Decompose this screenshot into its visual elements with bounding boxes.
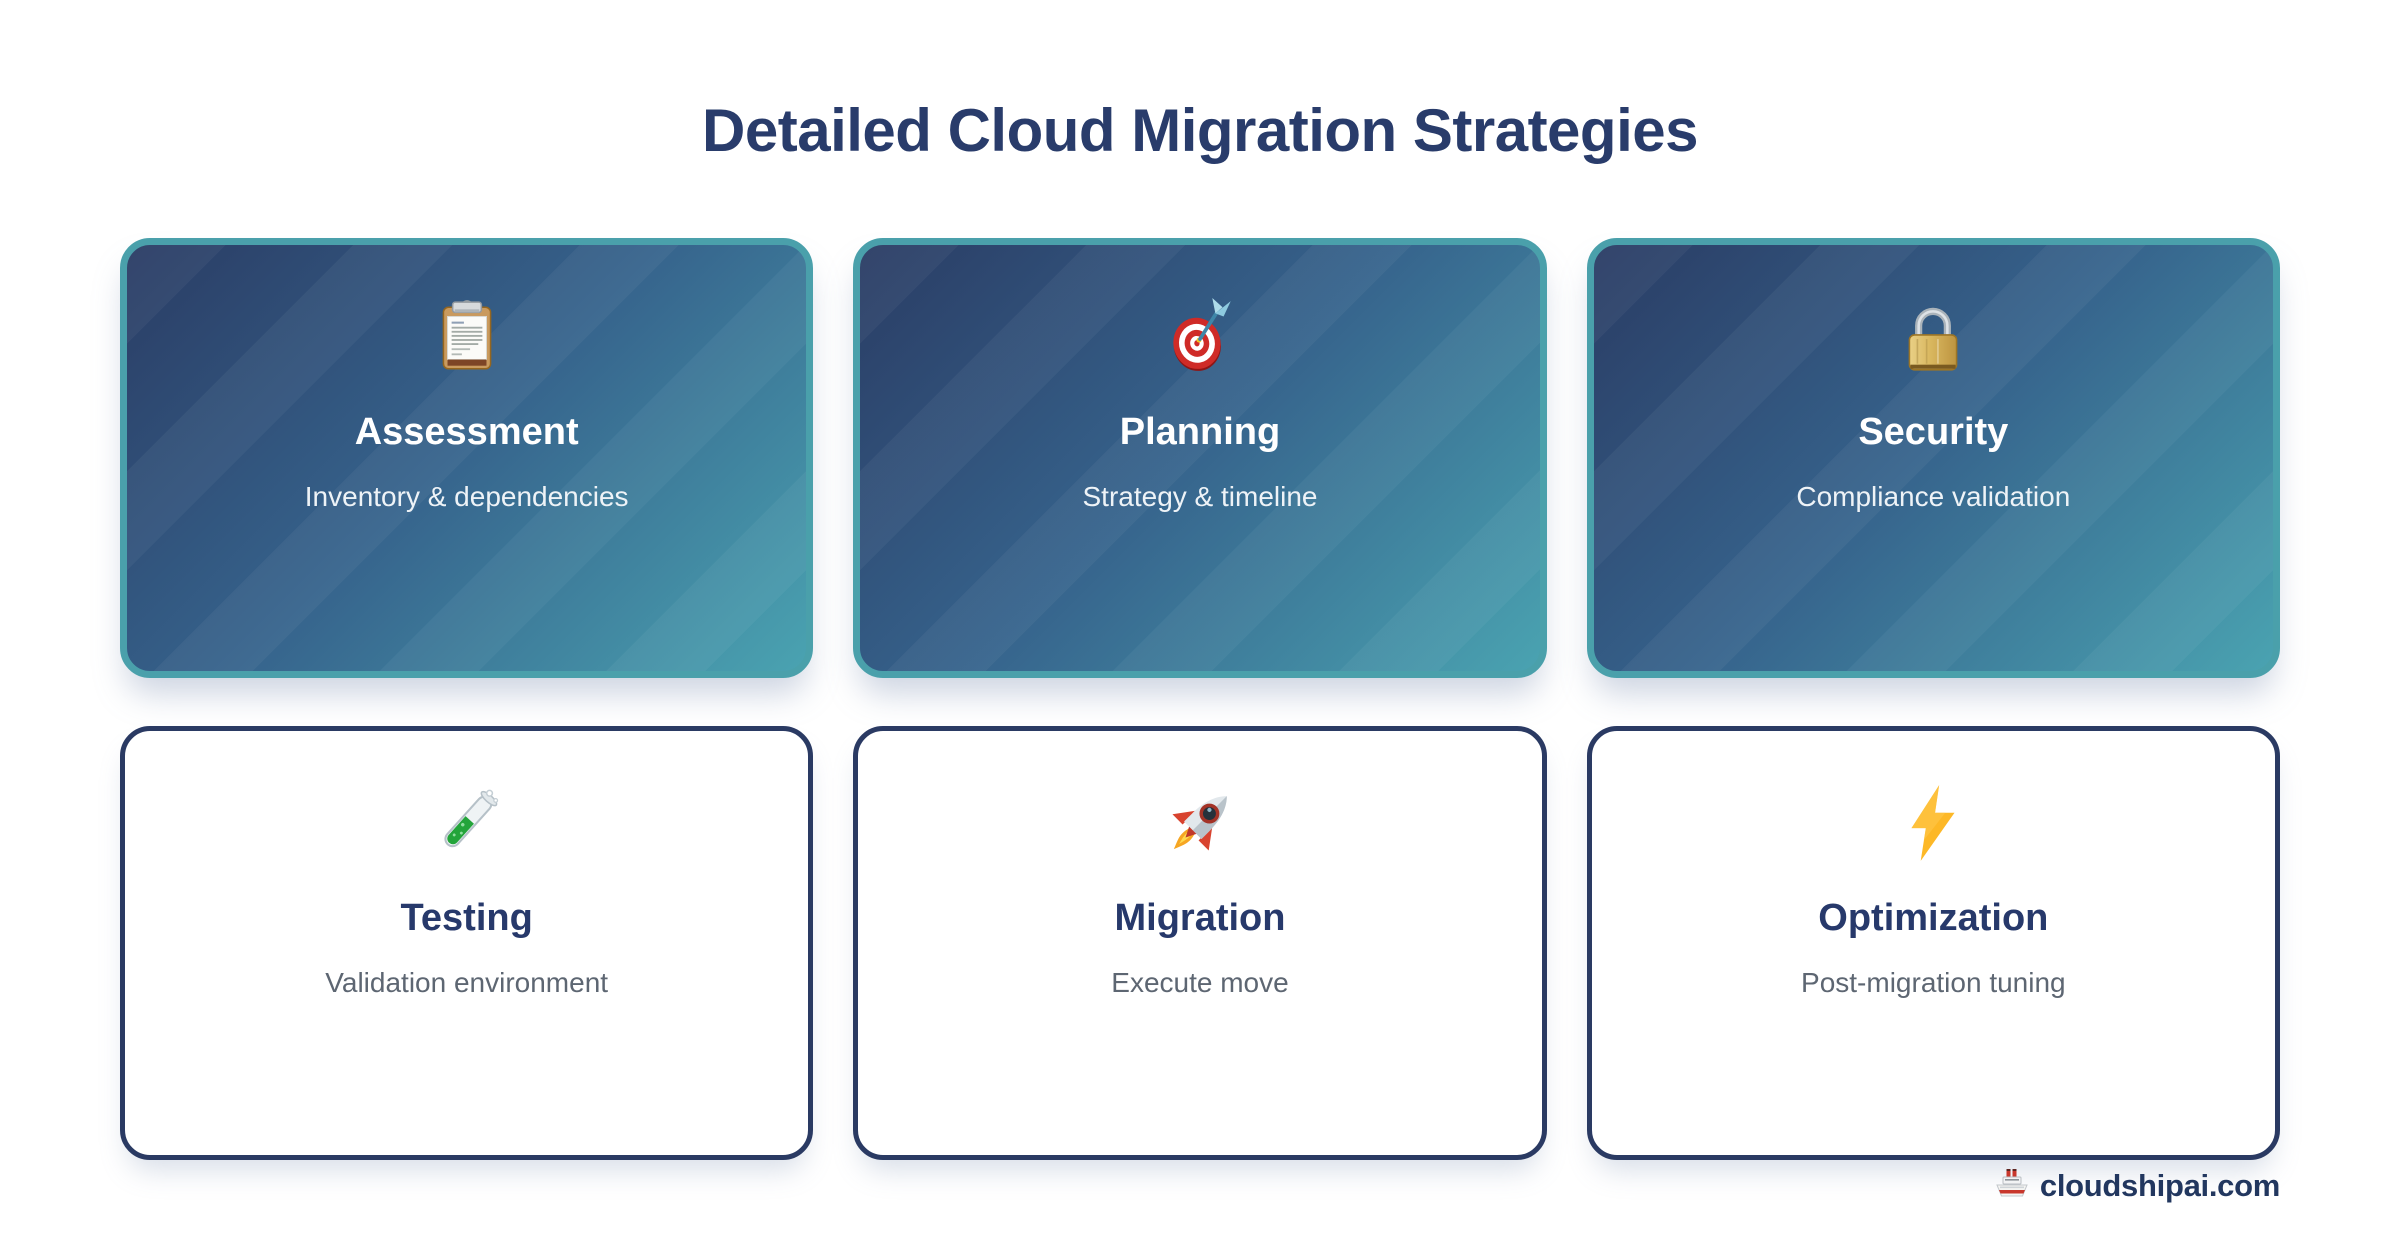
card-planning: Planning Strategy & timeline bbox=[853, 237, 1547, 678]
card-title: Testing bbox=[400, 896, 533, 939]
footer: cloudshipai.com bbox=[120, 1166, 2280, 1207]
card-optimization: Optimization Post-migration tuning bbox=[1586, 725, 2280, 1160]
card-subtitle: Compliance validation bbox=[1796, 481, 2071, 513]
card-title: Planning bbox=[1119, 410, 1281, 453]
card-migration: Migration Execute move bbox=[853, 725, 1547, 1160]
card-subtitle: Validation environment bbox=[325, 967, 609, 999]
cards-grid: Assessment Inventory & dependencies bbox=[120, 237, 2280, 1160]
card-title: Migration bbox=[1114, 896, 1286, 939]
page-title: Detailed Cloud Migration Strategies bbox=[702, 97, 1698, 164]
lightning-icon bbox=[1592, 781, 2275, 865]
card-testing: Testing Validation environment bbox=[120, 725, 814, 1160]
ship-icon bbox=[1994, 1166, 2030, 1207]
card-subtitle: Execute move bbox=[1111, 967, 1289, 999]
rocket-icon bbox=[858, 781, 1541, 865]
card-security: Security Compliance validation bbox=[1586, 237, 2280, 678]
card-subtitle: Inventory & dependencies bbox=[304, 481, 629, 513]
card-title: Security bbox=[1858, 410, 2009, 453]
card-subtitle: Post-migration tuning bbox=[1801, 967, 2066, 999]
clipboard-icon bbox=[127, 295, 806, 379]
card-assessment: Assessment Inventory & dependencies bbox=[120, 237, 814, 678]
brand-text: cloudshipai.com bbox=[2039, 1168, 2280, 1204]
card-title: Assessment bbox=[354, 410, 579, 453]
card-title: Optimization bbox=[1818, 896, 2049, 939]
target-icon bbox=[860, 295, 1539, 379]
card-subtitle: Strategy & timeline bbox=[1082, 481, 1318, 513]
test-tube-icon bbox=[125, 781, 808, 865]
lock-icon bbox=[1594, 295, 2273, 379]
